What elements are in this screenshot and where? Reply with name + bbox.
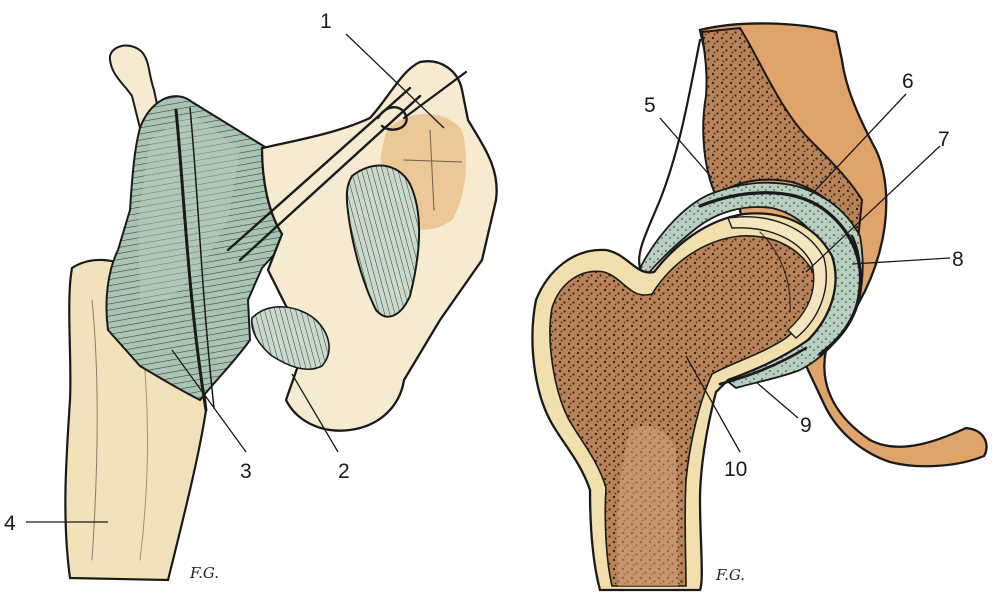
label-7: 7 <box>938 128 950 151</box>
signature-right: F.G. <box>715 566 745 584</box>
label-2: 2 <box>338 460 350 483</box>
label-3: 3 <box>240 460 252 483</box>
label-1: 1 <box>320 10 332 33</box>
label-4: 4 <box>4 512 16 535</box>
label-9: 9 <box>800 414 812 437</box>
femur-cancellous <box>550 236 815 586</box>
external-view: F.G. <box>65 46 496 582</box>
section-view: F.G. <box>532 23 986 590</box>
signature-left: F.G. <box>189 564 219 582</box>
leader-9 <box>756 382 798 418</box>
label-6: 6 <box>902 70 914 93</box>
label-5: 5 <box>644 94 656 117</box>
label-10: 10 <box>724 458 747 481</box>
label-8: 8 <box>952 248 964 271</box>
